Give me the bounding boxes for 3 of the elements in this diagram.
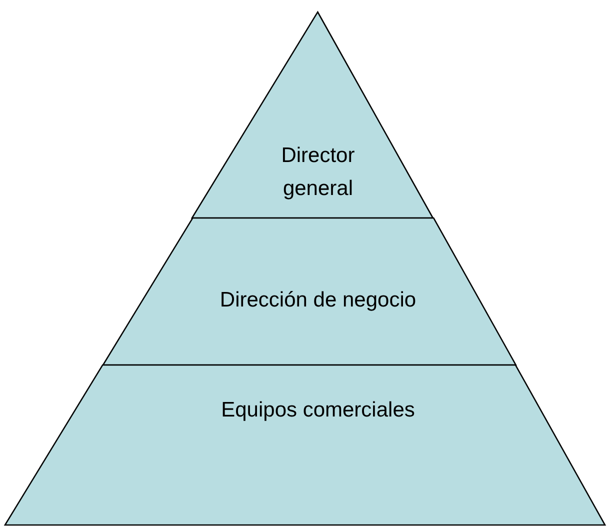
- tier-label: Equipos comerciales: [220, 398, 416, 424]
- tier-label: Dirección de negocio: [218, 288, 418, 314]
- tier-label: Director general: [280, 143, 356, 202]
